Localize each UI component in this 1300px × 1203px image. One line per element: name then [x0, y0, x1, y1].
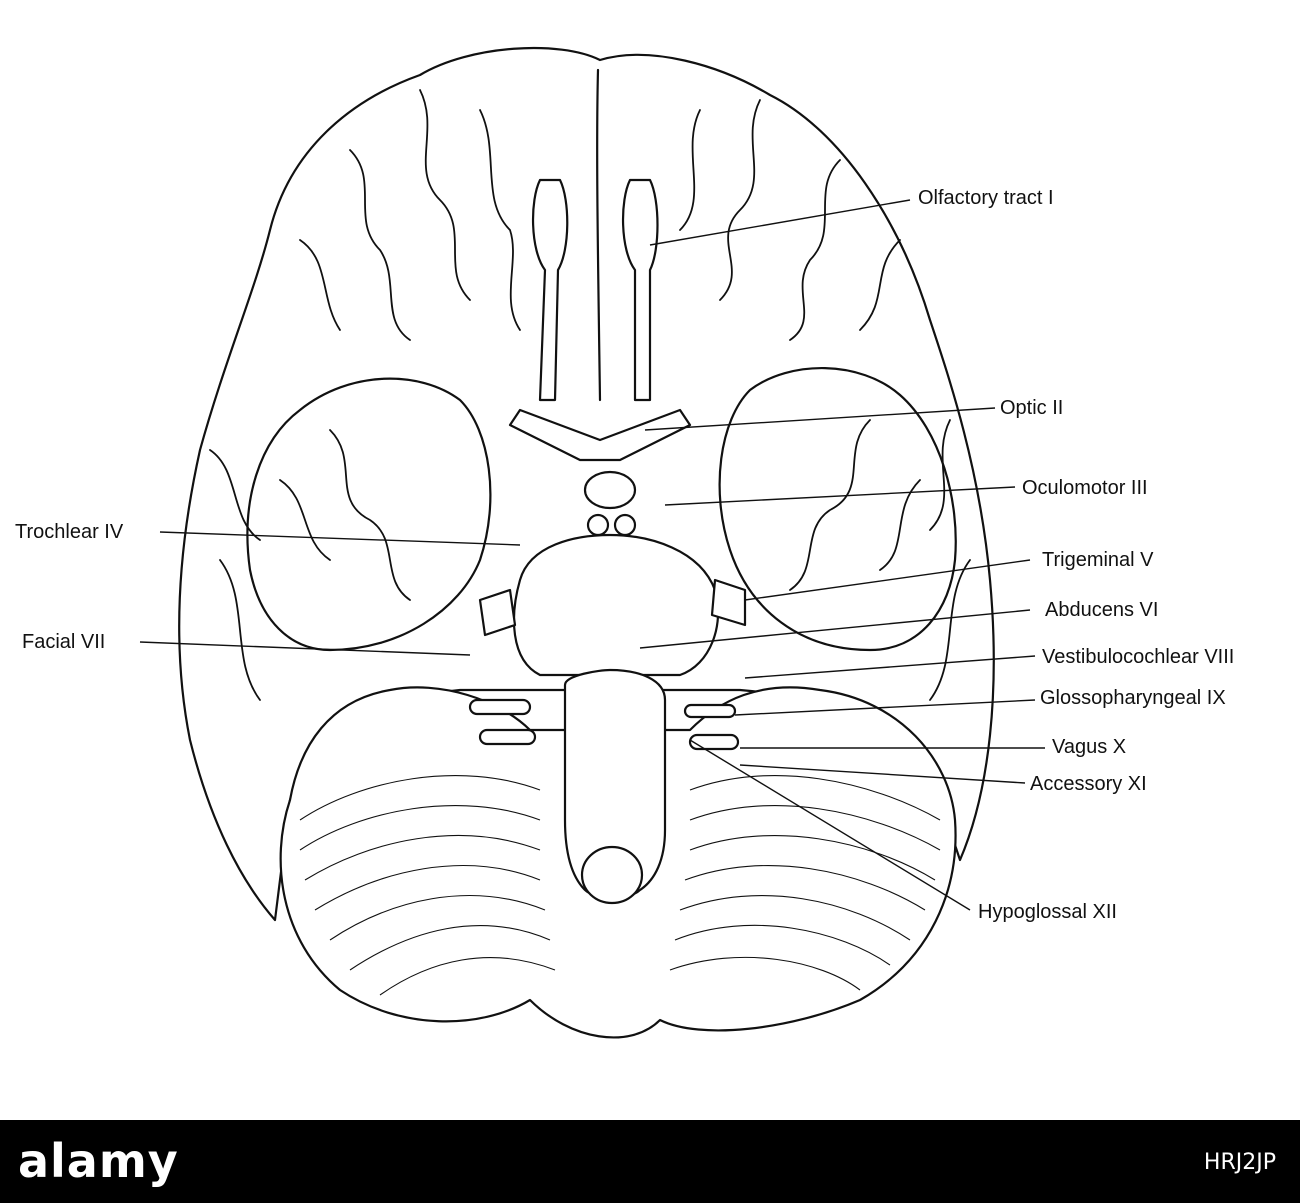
nerve-stub-left-2 [478, 728, 537, 746]
leader-trochlear [159, 531, 521, 546]
label-abducens: Abducens VI [1045, 599, 1159, 621]
optic-chiasm [508, 408, 692, 462]
leader-facial [139, 641, 471, 656]
brain-diagram: Olfactory tract I Optic II Oculomotor II… [15, 46, 1235, 1039]
olfactory-tract-left [532, 178, 569, 402]
leader-optic [644, 407, 996, 431]
label-oculomotor: Oculomotor III [1022, 477, 1148, 499]
trigeminal-root [710, 578, 747, 627]
watermark-footer: alamy HRJ2JP [0, 1120, 1300, 1203]
nerve-stub-right-2 [683, 703, 737, 719]
olfactory-tract-right [622, 178, 659, 402]
leader-vestibulocochlear [744, 655, 1036, 679]
mammillary-left [586, 513, 610, 537]
gyri-lines [209, 89, 971, 701]
leader-olfactory [649, 199, 911, 246]
label-optic: Optic II [1000, 397, 1064, 419]
label-hypoglossal: Hypoglossal XII [978, 901, 1117, 923]
pituitary [583, 470, 637, 510]
trigeminal-root-left [478, 588, 517, 637]
spinal-cord [580, 845, 644, 905]
label-trigeminal: Trigeminal V [1042, 549, 1154, 571]
label-accessory: Accessory XI [1030, 773, 1147, 795]
leader-hypoglossal [689, 739, 971, 911]
nerve-stub-right-1 [688, 733, 740, 751]
right-temporal-lobe [718, 367, 957, 652]
label-trochlear: Trochlear IV [15, 521, 124, 543]
label-glossopharyngeal: Glossopharyngeal IX [1040, 687, 1226, 709]
cerebellar-folia [299, 775, 941, 996]
label-vagus: Vagus X [1052, 736, 1127, 758]
leader-glossopharyngeal [734, 699, 1036, 716]
left-temporal-lobe [246, 377, 492, 652]
leader-trigeminal [744, 559, 1031, 601]
leader-oculomotor [664, 486, 1016, 506]
medulla [563, 668, 667, 899]
image-id: HRJ2JP [1203, 1150, 1276, 1175]
mammillary-right [613, 513, 637, 537]
label-facial: Facial VII [22, 631, 106, 653]
label-vestibulocochlear: Vestibulocochlear VIII [1042, 646, 1235, 668]
leader-accessory [739, 764, 1026, 784]
leader-abducens [639, 609, 1031, 649]
brain-illustration [139, 46, 1045, 1039]
alamy-logo: alamy [18, 1134, 179, 1188]
brand-text: alamy [18, 1134, 179, 1188]
label-olfactory: Olfactory tract I [918, 187, 1054, 209]
longitudinal-fissure [596, 68, 602, 402]
nerve-stub-left-1 [468, 698, 532, 716]
pons [512, 533, 720, 677]
